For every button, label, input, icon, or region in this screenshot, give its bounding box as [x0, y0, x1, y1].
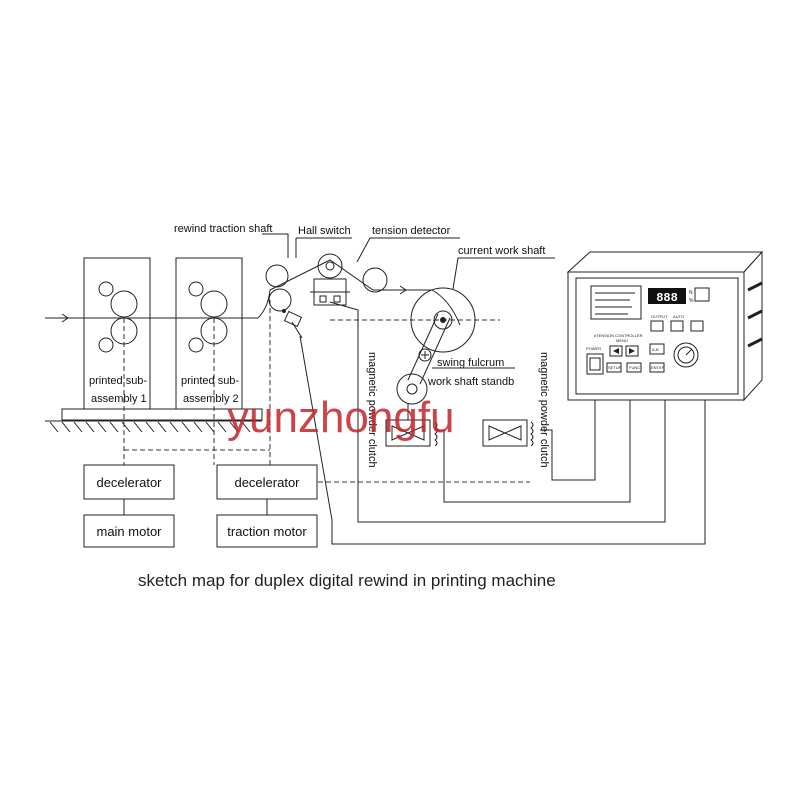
main-motor-label: main motor	[96, 524, 162, 539]
controller-btn-3: ENTER	[651, 365, 665, 370]
drive-boxes: decelerator main motor decelerator tract…	[83, 464, 318, 548]
controller-menu-label: MENU	[616, 338, 628, 343]
hall-switch-label: Hall switch	[298, 225, 351, 237]
magnetic-powder-clutch-2-label: magnetic powder clutch	[538, 352, 550, 468]
controller-output-label: OUTPUT	[651, 314, 668, 319]
diagram-caption: sketch map for duplex digital rewind in …	[138, 571, 556, 590]
tension-detector-label: tension detector	[372, 225, 451, 237]
printed-sub-assembly-1-label-line2: assembly 1	[91, 393, 147, 405]
decelerator-1-label: decelerator	[96, 475, 162, 490]
printed-sub-assembly-1: printed sub- assembly 1	[83, 257, 151, 410]
swing-fulcrum-label: swing fulcrum	[437, 357, 504, 369]
controller-wiring	[299, 301, 706, 545]
controller-auto-label: AUTO	[673, 314, 684, 319]
standby-work-shaft: work shaft standb	[396, 373, 514, 405]
ground-base	[45, 408, 263, 433]
rewind-traction-shaft: rewind traction shaft	[174, 223, 292, 313]
magnetic-powder-clutch-2: magnetic powder clutch	[482, 352, 550, 468]
current-work-shaft: current work shaft	[410, 245, 555, 353]
web-path	[45, 259, 461, 326]
printed-sub-assembly-2-label-line2: assembly 2	[183, 393, 239, 405]
tension-controller: 888 N % OUTPUT AUTO #TENSION CONTROLLER …	[566, 250, 764, 402]
controller-ab-label: A-B	[652, 347, 659, 352]
controller-unit-pct: %	[689, 298, 694, 304]
magnetic-powder-clutch-1: magnetic powder clutch	[366, 352, 438, 468]
magnetic-powder-clutch-1-label: magnetic powder clutch	[366, 352, 378, 468]
work-shaft-standby-label: work shaft standb	[427, 376, 514, 388]
printed-sub-assembly-2: printed sub- assembly 2	[175, 257, 243, 410]
current-work-shaft-label: current work shaft	[458, 245, 545, 257]
printed-sub-assembly-1-label-line1: printed sub-	[89, 375, 147, 387]
decelerator-2-label: decelerator	[234, 475, 300, 490]
hall-switch: Hall switch	[283, 225, 352, 339]
controller-unit-n: N	[689, 290, 693, 296]
controller-power-label: POWER	[586, 346, 601, 351]
controller-btn-1: SETUP	[608, 365, 622, 370]
controller-btn-2: FUNC	[629, 365, 640, 370]
traction-motor-label: traction motor	[227, 524, 307, 539]
tension-detector: tension detector	[310, 225, 460, 306]
controller-name: #TENSION CONTROLLER	[594, 333, 643, 338]
controller-digits: 888	[656, 291, 678, 305]
watermark: yunzhongfu	[227, 393, 455, 442]
printed-sub-assembly-2-label-line1: printed sub-	[181, 375, 239, 387]
swing-arm: swing fulcrum	[407, 313, 515, 385]
rewind-traction-shaft-label: rewind traction shaft	[174, 223, 272, 235]
dashed-guides	[123, 300, 530, 483]
